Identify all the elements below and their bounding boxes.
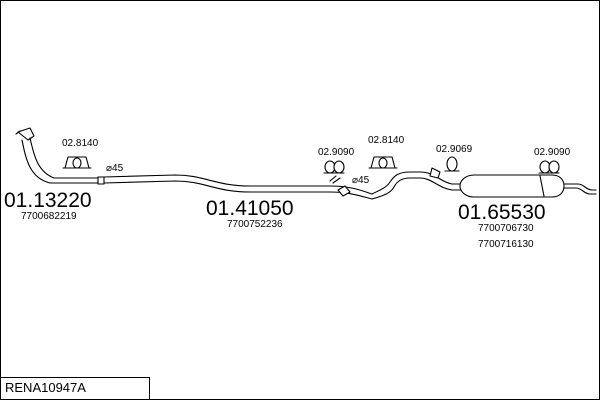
part-number-rear-silencer: 01.65530 [458, 201, 546, 224]
front-pipe-drawing [15, 127, 105, 185]
accessory-label-02-8140-a: 02.8140 [62, 138, 99, 149]
oem-number-rear-silencer-2: 7700716130 [478, 239, 534, 250]
hanger-02-8140-a [62, 156, 92, 169]
diameter-label-a: ⌀45 [106, 163, 124, 174]
hanger-02-9069 [444, 156, 460, 172]
accessory-label-02-8140-b: 02.8140 [368, 135, 405, 146]
rear-silencer-drawing [419, 167, 597, 198]
oem-number-intermediate-pipe: 7700752236 [227, 219, 283, 230]
part-number-intermediate-pipe: 01.41050 [206, 197, 294, 220]
hanger-02-9090-b [538, 160, 560, 174]
part-number-front-pipe: 01.13220 [4, 189, 92, 212]
hanger-02-8140-b [368, 156, 398, 169]
intermediate-pipe-drawing [103, 171, 421, 200]
accessory-label-02-9090-b: 02.9090 [534, 147, 571, 158]
oem-number-front-pipe: 7700682219 [21, 211, 77, 222]
reference-box [1, 377, 150, 399]
hanger-02-9090-a [323, 160, 345, 174]
diameter-label-b: ⌀45 [352, 175, 370, 186]
accessory-label-02-9069: 02.9069 [436, 144, 473, 155]
reference-number: RENA10947A [5, 380, 86, 395]
oem-number-rear-silencer-1: 7700706730 [478, 223, 534, 234]
accessory-label-02-9090-a: 02.9090 [318, 147, 355, 158]
